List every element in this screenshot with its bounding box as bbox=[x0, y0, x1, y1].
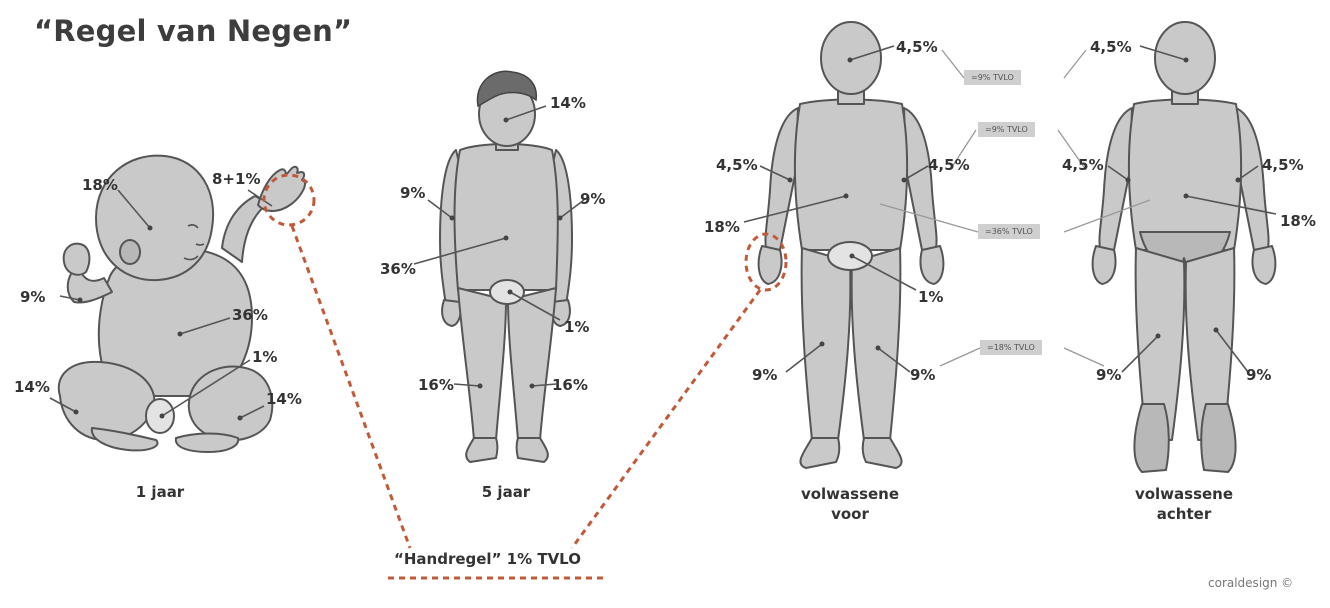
caption-front: volwassene voor bbox=[780, 484, 920, 524]
tag-legs-total: =18% TVLO bbox=[980, 340, 1042, 355]
tag-torso-total: =36% TVLO bbox=[978, 224, 1040, 239]
label-back-arm-left: 4,5% bbox=[1062, 156, 1104, 174]
label-child-leg-left: 16% bbox=[418, 376, 454, 394]
caption-child: 5 jaar bbox=[466, 482, 546, 502]
label-back-torso: 18% bbox=[1280, 212, 1316, 230]
caption-baby: 1 jaar bbox=[120, 482, 200, 502]
label-front-genital: 1% bbox=[918, 288, 943, 306]
label-front-head: 4,5% bbox=[896, 38, 938, 56]
label-front-arm-left: 4,5% bbox=[716, 156, 758, 174]
hand-rule-label: “Handregel” 1% TVLO bbox=[394, 550, 581, 568]
caption-back-line2: achter bbox=[1114, 504, 1254, 524]
diagram-title: “Regel van Negen” bbox=[34, 14, 352, 48]
label-baby-arm-up: 8+1% bbox=[212, 170, 260, 188]
label-baby-head: 18% bbox=[82, 176, 118, 194]
caption-front-line1: volwassene bbox=[780, 484, 920, 504]
label-child-leg-right: 16% bbox=[552, 376, 588, 394]
caption-front-line2: voor bbox=[780, 504, 920, 524]
label-baby-torso: 36% bbox=[232, 306, 268, 324]
label-baby-arm-left: 9% bbox=[20, 288, 45, 306]
caption-back-line1: volwassene bbox=[1114, 484, 1254, 504]
label-baby-leg-left: 14% bbox=[14, 378, 50, 396]
adult-back-figure bbox=[1093, 22, 1276, 472]
label-back-leg-left: 9% bbox=[1096, 366, 1121, 384]
label-child-genital: 1% bbox=[564, 318, 589, 336]
label-back-leg-right: 9% bbox=[1246, 366, 1271, 384]
label-back-arm-right: 4,5% bbox=[1262, 156, 1304, 174]
label-child-arm-right: 9% bbox=[580, 190, 605, 208]
label-front-leg-right: 9% bbox=[910, 366, 935, 384]
credit-text: coraldesign © bbox=[1208, 576, 1293, 590]
tag-head-total: =9% TVLO bbox=[964, 70, 1021, 85]
label-child-arm-left: 9% bbox=[400, 184, 425, 202]
label-front-torso: 18% bbox=[704, 218, 740, 236]
label-baby-genital: 1% bbox=[252, 348, 277, 366]
label-back-head: 4,5% bbox=[1090, 38, 1132, 56]
tag-arms-total: =9% TVLO bbox=[978, 122, 1035, 137]
label-front-leg-left: 9% bbox=[752, 366, 777, 384]
child-figure bbox=[440, 71, 572, 462]
caption-back: volwassene achter bbox=[1114, 484, 1254, 524]
label-child-torso: 36% bbox=[380, 260, 416, 278]
label-baby-leg-right: 14% bbox=[266, 390, 302, 408]
label-front-arm-right: 4,5% bbox=[928, 156, 970, 174]
label-child-head: 14% bbox=[550, 94, 586, 112]
adult-front-figure bbox=[759, 22, 944, 468]
